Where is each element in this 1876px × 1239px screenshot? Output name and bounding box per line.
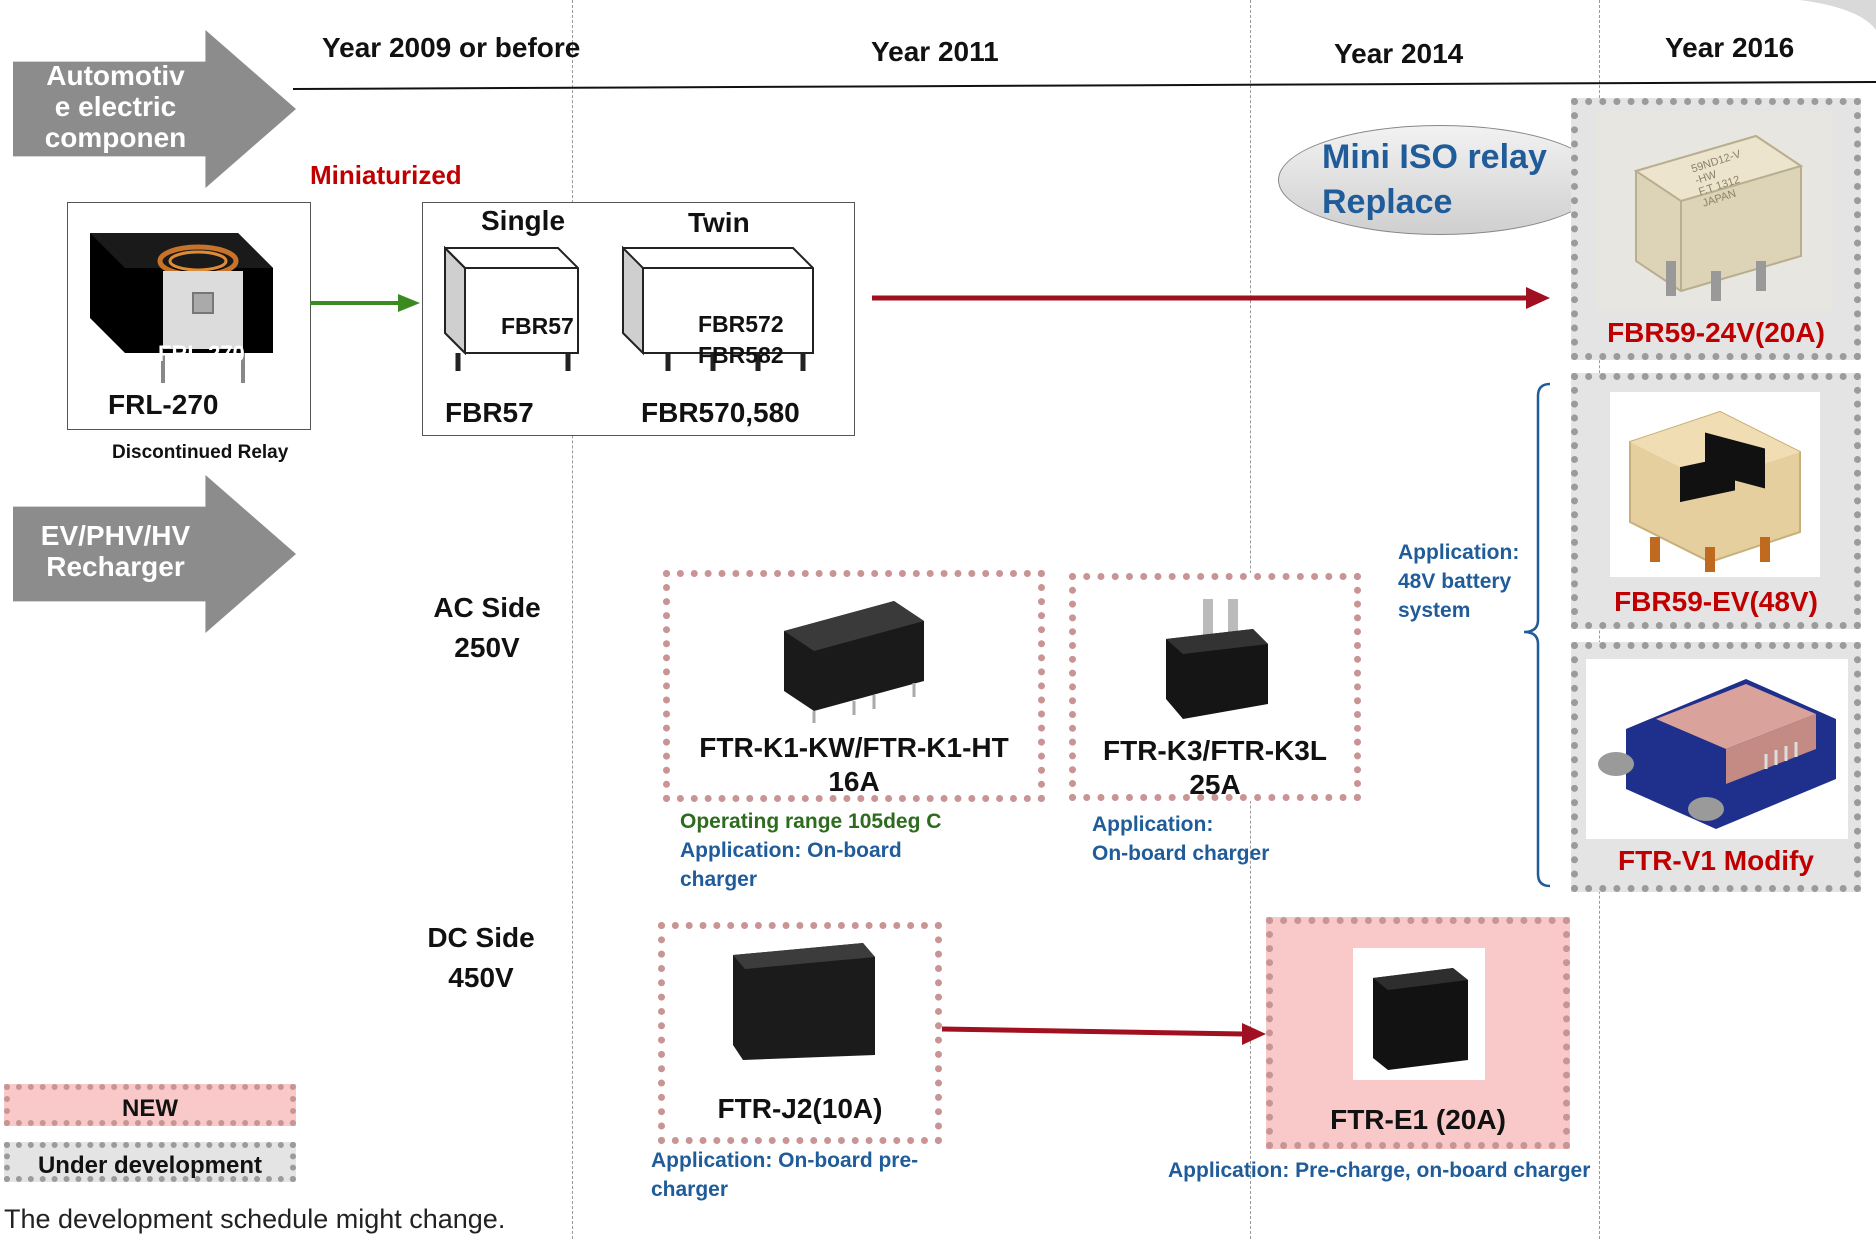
ftr-v1-name: FTR-V1 Modify [1618, 845, 1814, 876]
legend-new: NEW [4, 1084, 296, 1126]
automotive-category-label: Automotiv e electric componen [44, 60, 187, 153]
fbr570-name: FBR570,580 [641, 397, 800, 428]
fbr57-name: FBR57 [445, 397, 534, 428]
ftr-k3-card: FTR-K3/FTR-K3L 25A [1069, 573, 1361, 801]
twin-title: Twin [688, 207, 750, 238]
ftr-v1-card: FTR-V1 Modify [1571, 642, 1861, 892]
footnote: The development schedule might change. [4, 1204, 506, 1234]
fbr59-ev-card: FBR59-EV(48V) [1571, 373, 1861, 629]
legend-new-label: NEW [122, 1095, 178, 1122]
year-header-2016: Year 2016 [1665, 32, 1795, 63]
fbr59-ev-name: FBR59-EV(48V) [1614, 586, 1818, 617]
fbr59-ev-image [1610, 392, 1820, 577]
ftr-e1-card: FTR-E1 (20A) [1266, 917, 1570, 1149]
ftr-j2-name: FTR-J2(10A) [717, 1093, 883, 1124]
fbr57-group-box: Single Twin FBR57 FBR572 FBR582 FBR57 FB… [422, 202, 855, 436]
ev-category-label: EV/PHV/HV Recharger [40, 520, 191, 582]
miniaturized-label: Miniaturized [310, 160, 462, 190]
ftr-k1-application: Application: On-board charger [680, 839, 902, 891]
legend-under-development-label: Under development [37, 1152, 263, 1179]
frl270-box: FRL-270 FRL-270 [67, 202, 311, 430]
ftr-j2-application: Application: On-board pre- charger [651, 1149, 919, 1201]
discontinued-label: Discontinued Relay [112, 442, 289, 463]
app-48v-note: Application: 48V battery system [1398, 541, 1520, 622]
ftr-k1-operating-range: Operating range 105deg C [680, 810, 942, 833]
legend-under-development: Under development [4, 1142, 296, 1182]
ftr-k3-name: FTR-K3/FTR-K3L 25A [1103, 735, 1327, 800]
year-header-2011: Year 2011 [871, 36, 999, 67]
ftr-e1-name: FTR-E1 (20A) [1330, 1104, 1506, 1135]
fbr57-relays-image [444, 245, 814, 371]
ftr-j2-card: FTR-J2(10A) [658, 922, 942, 1144]
ftr-v1-image [1586, 659, 1848, 839]
twin-inner-label: FBR572 FBR582 [698, 311, 784, 368]
ftr-k1-image [774, 591, 934, 725]
ac-side-label: AC Side 250V [433, 592, 541, 663]
ftr-e1-application: Application: Pre-charge, on-board charge… [1168, 1159, 1591, 1182]
single-title: Single [481, 205, 566, 236]
ftr-k3-image [1158, 594, 1274, 730]
year-header-2009: Year 2009 or before [322, 32, 581, 63]
ftr-k3-application: Application: On-board charger [1092, 813, 1270, 865]
mini-iso-label: Mini ISO relay Replace [1322, 138, 1547, 221]
frl270-image-label: FRL-270 [158, 341, 245, 366]
dc-side-label: DC Side 450V [427, 922, 535, 993]
fbr59-24v-image: 59ND12-V -HW F.T 1312 JAPAN [1596, 111, 1832, 311]
frl270-name: FRL-270 [108, 389, 219, 420]
fbr59-24v-name: FBR59-24V(20A) [1607, 317, 1825, 348]
ftr-j2-image [723, 935, 883, 1065]
year-header-2014: Year 2014 [1334, 38, 1464, 69]
mini-iso-bubble [1278, 125, 1602, 235]
ftr-e1-image [1353, 948, 1485, 1080]
frl270-relay-image [90, 233, 273, 383]
year-divider-1 [572, 0, 573, 1239]
fbr59-24v-card: 59ND12-V -HW F.T 1312 JAPAN FBR59-24V(20… [1571, 98, 1861, 360]
single-inner-label: FBR57 [501, 313, 574, 339]
ftr-k1-card: FTR-K1-KW/FTR-K1-HT 16A [663, 570, 1045, 802]
ftr-k1-name: FTR-K1-KW/FTR-K1-HT 16A [699, 732, 1009, 797]
